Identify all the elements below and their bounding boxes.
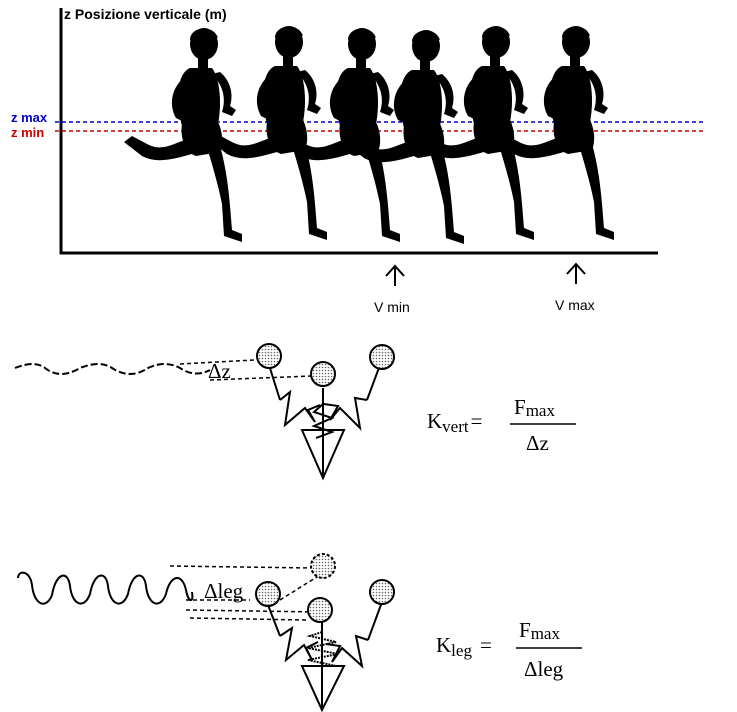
- vertical-position-plot: z Posizione verticale (m) z max z min: [11, 6, 705, 315]
- v-min-label: V min: [374, 299, 410, 315]
- svg-text:Δz: Δz: [526, 431, 549, 455]
- mass-ball-left-2: [255, 581, 281, 607]
- svg-text:Fmax: Fmax: [519, 618, 560, 643]
- z-max-label: z max: [11, 110, 48, 125]
- mass-ball-center-2: [307, 597, 333, 623]
- trajectory-wave-large: [17, 571, 194, 605]
- v-min-arrow-icon: [385, 264, 405, 286]
- z-min-label: z min: [11, 125, 44, 140]
- k-vert-formula: Kvert= Fmax Δz: [427, 395, 576, 455]
- v-max-arrow-icon: [566, 262, 586, 284]
- vertical-stiffness-model: Δz Kvert= Fmax Δz: [14, 343, 576, 481]
- leg-stiffness-model: Δleg Kleg= Fmax Δleg: [17, 553, 582, 712]
- mass-ball-right: [369, 344, 395, 370]
- delta-leg-label: Δleg: [204, 579, 244, 603]
- spring-mass-figure-leg: [267, 601, 383, 712]
- runner-1: [124, 28, 242, 242]
- mass-ball-left: [256, 343, 282, 369]
- mass-ball-top: [310, 553, 336, 579]
- y-axis-label: z Posizione verticale (m): [64, 6, 227, 22]
- svg-text:Kvert=: Kvert=: [427, 409, 482, 436]
- k-leg-formula: Kleg= Fmax Δleg: [436, 618, 582, 681]
- delta-z-label: Δz: [208, 359, 231, 383]
- svg-text:Kleg=: Kleg=: [436, 633, 492, 660]
- mass-ball-center: [310, 361, 336, 387]
- svg-text:Fmax: Fmax: [514, 395, 555, 420]
- mass-ball-right-2: [369, 579, 395, 605]
- svg-text:Δleg: Δleg: [524, 657, 564, 681]
- trajectory-wave-small: [14, 363, 211, 375]
- v-max-label: V max: [555, 297, 595, 313]
- spring-mass-figure-vertical: [268, 364, 381, 481]
